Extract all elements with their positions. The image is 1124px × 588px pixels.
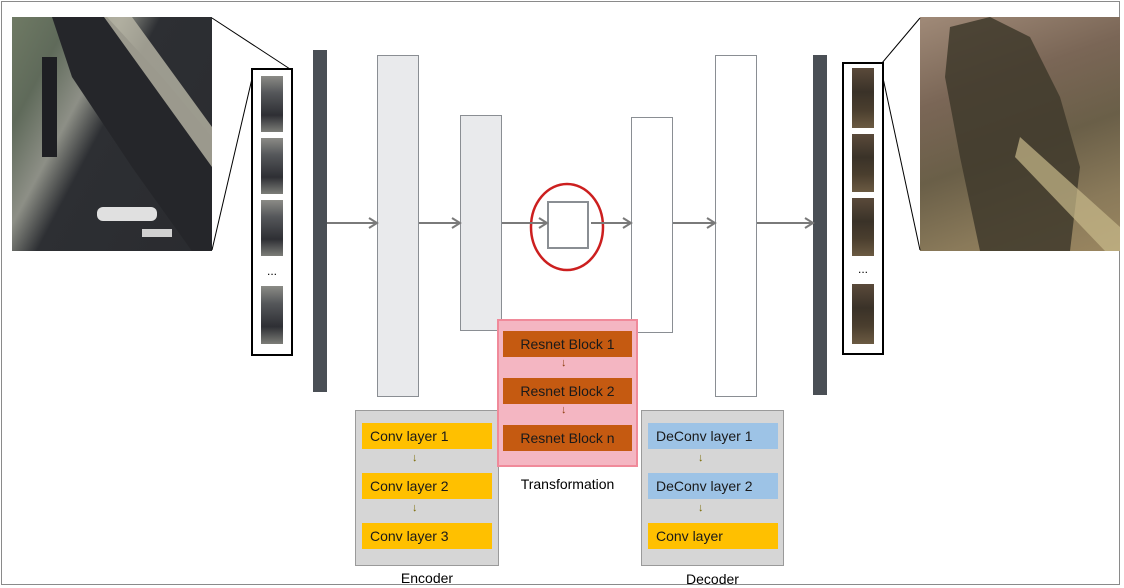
decoder-panel: DeConv layer 1 ↓ DeConv layer 2 ↓ Conv l… xyxy=(641,410,784,566)
encoder-layer-1: Conv layer 1 xyxy=(362,423,492,449)
encoder-caption: Encoder xyxy=(355,570,499,586)
output-person-image xyxy=(920,17,1120,251)
output-person-figure xyxy=(920,17,1120,251)
output-frame-2 xyxy=(852,134,874,192)
input-frame-2 xyxy=(261,138,283,194)
encoder-arrow-2: ↓ xyxy=(412,503,418,514)
input-frame-1 xyxy=(261,76,283,132)
decoder-caption: Decoder xyxy=(641,571,784,587)
flow-arrows xyxy=(325,215,820,231)
resnet-arrow-2: ↓ xyxy=(561,405,567,416)
encoder-panel: Conv layer 1 ↓ Conv layer 2 ↓ Conv layer… xyxy=(355,410,499,566)
input-frame-4 xyxy=(261,286,283,344)
decoder-layer-2: DeConv layer 2 xyxy=(648,473,778,499)
resnet-block-n: Resnet Block n xyxy=(503,425,632,451)
decoder-arrow-2: ↓ xyxy=(698,503,704,514)
output-ellipsis: ... xyxy=(844,262,882,276)
output-frame-strip: ... xyxy=(842,62,884,355)
decoder-layer-3: Conv layer xyxy=(648,523,778,549)
resnet-block-2: Resnet Block 2 xyxy=(503,378,632,404)
output-frame-3 xyxy=(852,198,874,256)
input-ellipsis: ... xyxy=(253,264,291,278)
resnet-block-1: Resnet Block 1 xyxy=(503,331,632,357)
transformation-panel: Resnet Block 1 ↓ Resnet Block 2 ↓ Resnet… xyxy=(497,319,638,467)
input-person-figure xyxy=(12,17,212,251)
input-frame-strip: ... xyxy=(251,68,293,356)
output-zoom-lines xyxy=(842,17,922,67)
encoder-layer-3: Conv layer 3 xyxy=(362,523,492,549)
output-frame-4 xyxy=(852,284,874,344)
resnet-arrow-1: ↓ xyxy=(561,358,567,369)
decoder-arrow-1: ↓ xyxy=(698,453,704,464)
output-zoom-line-lower xyxy=(878,62,923,252)
encoder-layer-2: Conv layer 2 xyxy=(362,473,492,499)
input-person-image xyxy=(12,17,212,251)
output-frame-1 xyxy=(852,68,874,128)
encoder-arrow-1: ↓ xyxy=(412,453,418,464)
transformation-caption: Transformation xyxy=(497,476,638,492)
decoder-layer-1: DeConv layer 1 xyxy=(648,423,778,449)
input-frame-3 xyxy=(261,200,283,256)
